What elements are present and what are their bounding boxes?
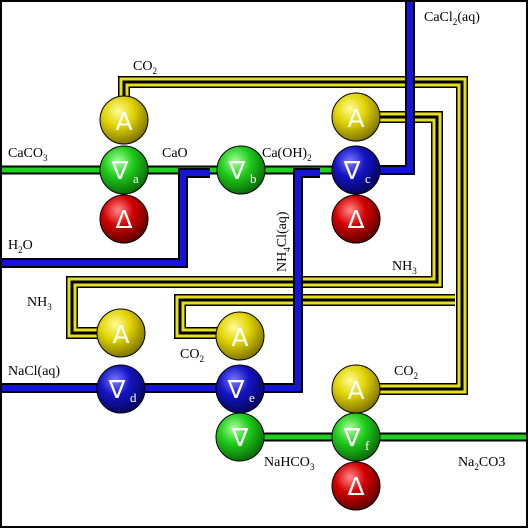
node-f-bottom-heat-icon: Δ xyxy=(347,472,364,501)
label-nahco3: NaHCO3 xyxy=(264,455,315,472)
label-co2-right: CO2 xyxy=(394,364,418,381)
node-e-top: A xyxy=(215,311,265,361)
node-d: ∇d xyxy=(96,364,146,414)
h2o-pipe-fill xyxy=(2,170,210,266)
labels: CaCl2(aq) CO2 CaCO3 CaO Ca(OH)2 H2O NH4C… xyxy=(8,10,505,472)
label-nh4cl: NH4Cl(aq) xyxy=(275,211,292,272)
node-a-bottom-heat-icon: Δ xyxy=(115,205,132,234)
node-a: ∇a xyxy=(99,145,149,195)
node-a-cool-icon: ∇ xyxy=(111,156,129,185)
node-e: ∇e xyxy=(215,364,265,414)
label-cao: CaO xyxy=(162,146,188,161)
node-d-top-transfer-icon: A xyxy=(112,320,129,349)
label-nh3-right: NH3 xyxy=(392,259,417,276)
node-b-cool-icon: ∇ xyxy=(228,156,246,185)
yellow-pipes xyxy=(66,76,468,395)
node-c-cool-icon: ∇ xyxy=(343,156,361,185)
node-f-ball xyxy=(331,412,381,462)
label-co2-top: CO2 xyxy=(133,59,157,76)
node-a-ball xyxy=(99,145,149,195)
node-d-top-ball xyxy=(96,308,146,358)
node-d-cool-icon: ∇ xyxy=(108,375,126,404)
node-d-subscript: d xyxy=(130,390,137,405)
node-f-subscript: f xyxy=(365,438,370,453)
node-c-subscript: c xyxy=(365,171,371,186)
co2-mid-pipe xyxy=(178,298,455,335)
node-e-top-ball xyxy=(215,311,265,361)
node-e-bottom-cool-icon: ∇ xyxy=(231,423,249,452)
label-caco3: CaCO3 xyxy=(8,146,48,163)
label-nacl: NaCl(aq) xyxy=(8,364,60,379)
node-d-ball xyxy=(96,364,146,414)
node-a-top-ball xyxy=(99,95,149,145)
node-e-subscript: e xyxy=(249,390,255,405)
node-b-subscript: b xyxy=(250,171,257,186)
node-b: ∇b xyxy=(216,145,266,195)
node-b-ball xyxy=(216,145,266,195)
label-h2o: H2O xyxy=(8,238,33,255)
node-a-bottom-ball xyxy=(99,194,149,244)
label-na2co3: Na2CO3 xyxy=(458,455,505,472)
node-c-top-ball xyxy=(331,92,381,142)
label-nh3-left: NH3 xyxy=(27,295,52,312)
co2-top-pipe xyxy=(122,80,464,391)
node-c-bottom-ball xyxy=(331,194,381,244)
label-caoh2: Ca(OH)2 xyxy=(262,146,312,163)
nh4cl-pipe-fill xyxy=(260,170,320,391)
node-e-top-transfer-icon: A xyxy=(231,323,248,352)
node-c-ball xyxy=(331,145,381,195)
label-co2-mid: CO2 xyxy=(180,347,204,364)
node-e-cool-icon: ∇ xyxy=(227,375,245,404)
node-f-top-transfer-icon: A xyxy=(347,376,364,405)
node-a-top: A xyxy=(99,95,149,145)
node-c-bottom-heat-icon: Δ xyxy=(347,205,364,234)
node-a-subscript: a xyxy=(133,171,139,186)
node-a-top-transfer-icon: A xyxy=(115,107,132,136)
node-a-bottom: Δ xyxy=(99,194,149,244)
green-pipes xyxy=(2,165,526,442)
node-e-bottom: ∇ xyxy=(215,412,265,462)
node-c-top: A xyxy=(331,92,381,142)
label-cacl2: CaCl2(aq) xyxy=(424,10,480,27)
node-c-top-transfer-icon: A xyxy=(347,104,364,133)
node-f-top: A xyxy=(331,364,381,414)
node-c: ∇c xyxy=(331,145,381,195)
node-f-bottom: Δ xyxy=(331,461,381,511)
node-f-cool-icon: ∇ xyxy=(343,423,361,452)
node-d-top: A xyxy=(96,308,146,358)
node-f-bottom-ball xyxy=(331,461,381,511)
nh3-right-pipe xyxy=(70,115,439,335)
node-c-bottom: Δ xyxy=(331,194,381,244)
nodes: A∇aΔ∇bA∇cΔA∇dA∇e∇A∇fΔ xyxy=(96,92,381,511)
node-f: ∇f xyxy=(331,412,381,462)
node-e-bottom-ball xyxy=(215,412,265,462)
